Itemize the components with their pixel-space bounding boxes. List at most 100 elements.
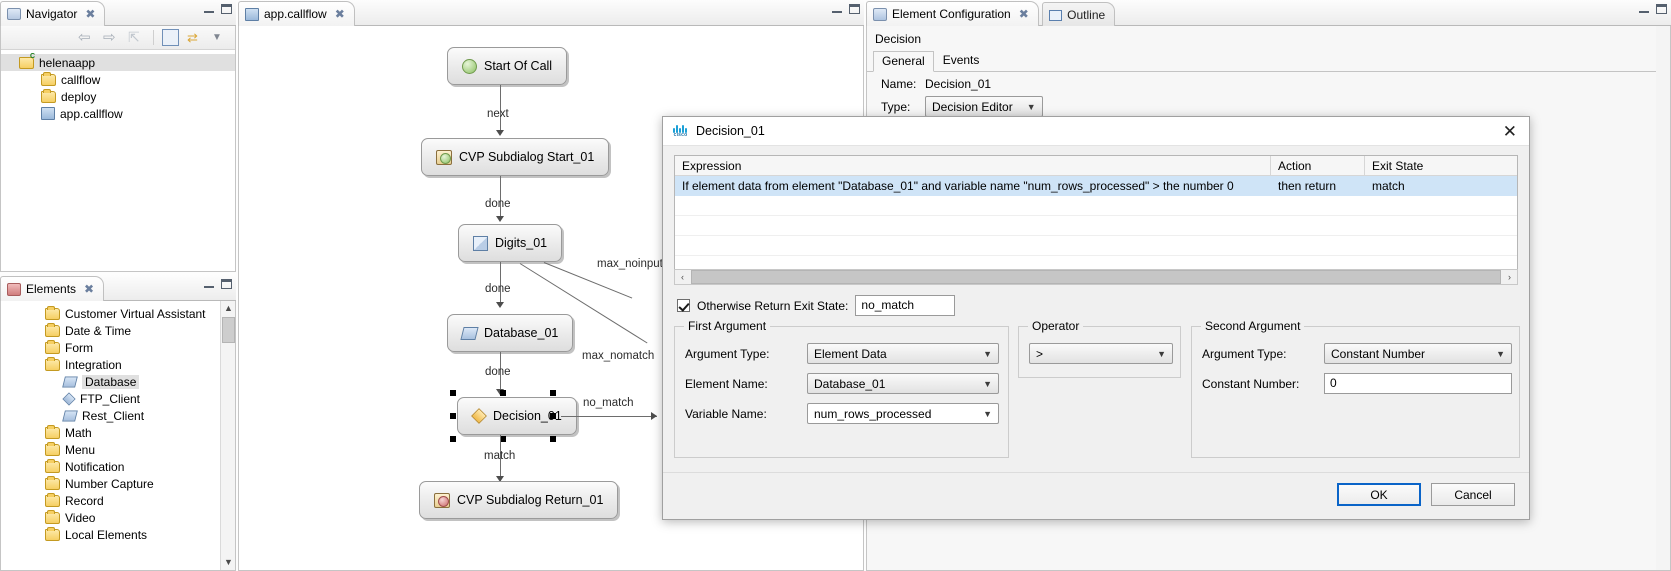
first-argument-variable-name-combo[interactable]: num_rows_processed ▼ — [807, 403, 999, 424]
tab-elements[interactable]: Elements ✖ — [0, 276, 105, 301]
link-editor-icon[interactable]: ⇄ — [187, 30, 198, 45]
type-combo[interactable]: Decision Editor ▼ — [925, 96, 1043, 117]
tab-navigator[interactable]: Navigator ✖ — [0, 1, 106, 26]
close-icon[interactable]: ✖ — [84, 282, 95, 296]
elements-item-number-capture[interactable]: Number Capture — [1, 475, 235, 492]
minimize-icon[interactable] — [204, 5, 214, 13]
nav-tree-item-callflow[interactable]: callflow — [1, 71, 235, 88]
nav-tree-item-app-callflow[interactable]: app.callflow — [1, 105, 235, 122]
field-type-label: Type: — [881, 99, 911, 114]
elements-item-date-time[interactable]: Date & Time — [1, 322, 235, 339]
forward-arrow-icon[interactable]: ⇨ — [103, 29, 116, 46]
tab-events[interactable]: Events — [942, 53, 980, 67]
node-decision[interactable]: Decision_01 — [457, 397, 577, 435]
collapse-all-icon[interactable] — [162, 29, 179, 46]
elements-item-database[interactable]: Database — [1, 373, 235, 390]
element-configuration-tabs: General Events — [867, 50, 1670, 72]
first-argument-element-name-value: Database_01 — [814, 376, 886, 391]
scroll-left-icon[interactable]: ‹ — [681, 272, 684, 282]
column-header-expression[interactable]: Expression — [675, 156, 1271, 175]
second-argument-type-row: Argument Type: Constant Number ▼ — [1192, 343, 1519, 364]
second-argument-constant-number-input[interactable]: 0 — [1324, 373, 1512, 394]
elements-item-rest-client[interactable]: Rest_Client — [1, 407, 235, 424]
edge-digits-to-database — [500, 262, 501, 306]
close-icon[interactable]: ✖ — [334, 7, 345, 21]
close-icon[interactable]: ✖ — [1018, 7, 1029, 21]
element-configuration-scrollbar[interactable] — [1656, 26, 1670, 570]
navigator-window-buttons — [204, 4, 232, 14]
maximize-icon[interactable] — [849, 4, 860, 14]
expression-table-hscrollbar[interactable]: ‹ › — [674, 269, 1518, 285]
minimize-icon[interactable] — [204, 280, 214, 288]
back-arrow-icon[interactable]: ⇦ — [78, 29, 91, 46]
cancel-button[interactable]: Cancel — [1431, 483, 1515, 506]
folder-icon — [45, 458, 60, 473]
table-empty-row[interactable] — [675, 196, 1517, 216]
node-decision-label: Decision_01 — [493, 409, 562, 423]
operator-combo[interactable]: > ▼ — [1029, 343, 1173, 364]
ok-button[interactable]: OK — [1337, 483, 1421, 506]
maximize-icon[interactable] — [221, 4, 232, 14]
elements-tabbar: Elements ✖ — [0, 275, 236, 301]
dialog-title: Decision_01 — [696, 124, 765, 138]
up-arrow-icon[interactable]: ⇱ — [128, 29, 140, 45]
otherwise-checkbox[interactable] — [677, 299, 690, 312]
elements-item-label: Integration — [65, 357, 122, 372]
table-empty-row[interactable] — [675, 216, 1517, 236]
node-start-of-call[interactable]: Start Of Call — [447, 47, 568, 85]
column-header-action[interactable]: Action — [1271, 156, 1365, 175]
tab-element-configuration[interactable]: Element Configuration ✖ — [866, 1, 1039, 26]
elements-item-notification[interactable]: Notification — [1, 458, 235, 475]
elements-item-record[interactable]: Record — [1, 492, 235, 509]
maximize-icon[interactable] — [1656, 4, 1667, 14]
dialog-buttons: OK Cancel — [1337, 483, 1515, 506]
second-argument-type-value: Constant Number — [1331, 346, 1426, 361]
node-cvp-subdialog-start[interactable]: CVP Subdialog Start_01 — [421, 138, 610, 176]
tab-general[interactable]: General — [873, 51, 934, 72]
elements-item-local-elements[interactable]: Local Elements — [1, 526, 235, 543]
second-argument-title: Second Argument — [1201, 319, 1305, 333]
arrow-icon — [496, 216, 504, 222]
node-cvp-subdialog-return[interactable]: CVP Subdialog Return_01 — [419, 481, 619, 519]
minimize-icon[interactable] — [832, 5, 842, 13]
field-type: Type: Decision Editor ▼ — [867, 91, 1670, 117]
second-argument-type-combo[interactable]: Constant Number ▼ — [1324, 343, 1512, 364]
tab-outline[interactable]: Outline — [1042, 2, 1116, 27]
scrollbar-thumb[interactable] — [691, 270, 1501, 284]
elements-item-integration[interactable]: Integration — [1, 356, 235, 373]
elements-item-label: Customer Virtual Assistant — [65, 306, 206, 321]
view-menu-icon[interactable]: ▼ — [212, 32, 222, 43]
elements-item-customer-virtual-assistant[interactable]: Customer Virtual Assistant — [1, 305, 235, 322]
scrollbar-thumb[interactable] — [222, 317, 235, 343]
nav-tree-item-deploy[interactable]: deploy — [1, 88, 235, 105]
scroll-down-icon[interactable]: ▼ — [224, 557, 233, 567]
close-icon[interactable]: ✖ — [85, 7, 96, 21]
table-empty-row[interactable] — [675, 236, 1517, 256]
close-icon[interactable]: ✕ — [1502, 121, 1517, 141]
tab-app-callflow[interactable]: app.callflow ✖ — [238, 1, 355, 26]
elements-item-form[interactable]: Form — [1, 339, 235, 356]
elements-item-video[interactable]: Video — [1, 509, 235, 526]
expression-table[interactable]: Expression Action Exit State If element … — [674, 155, 1518, 270]
column-header-exit-state[interactable]: Exit State — [1372, 159, 1424, 173]
operator-title: Operator — [1028, 319, 1084, 333]
elements-item-menu[interactable]: Menu — [1, 441, 235, 458]
otherwise-exit-state-input[interactable]: no_match — [855, 295, 956, 316]
node-digits[interactable]: Digits_01 — [458, 224, 563, 262]
elements-scrollbar[interactable]: ▲ ▼ — [220, 301, 235, 570]
scroll-right-icon[interactable]: › — [1508, 272, 1511, 282]
navigator-body: ⇦ ⇨ ⇱ ⇄ ▼ helenaappcallflowdeployapp.cal… — [0, 26, 236, 272]
elements-item-ftp-client[interactable]: FTP_Client — [1, 390, 235, 407]
scroll-up-icon[interactable]: ▲ — [224, 303, 233, 313]
tab-outline-label: Outline — [1067, 8, 1106, 22]
table-row[interactable]: If element data from element "Database_0… — [675, 176, 1517, 196]
maximize-icon[interactable] — [221, 279, 232, 289]
minimize-icon[interactable] — [1639, 5, 1649, 13]
nav-tree-item-helenaapp[interactable]: helenaapp — [1, 53, 235, 71]
first-argument-element-name-combo[interactable]: Database_01 ▼ — [807, 373, 999, 394]
elements-item-math[interactable]: Math — [1, 424, 235, 441]
first-argument-type-combo[interactable]: Element Data ▼ — [807, 343, 999, 364]
node-database[interactable]: Database_01 — [447, 314, 574, 352]
